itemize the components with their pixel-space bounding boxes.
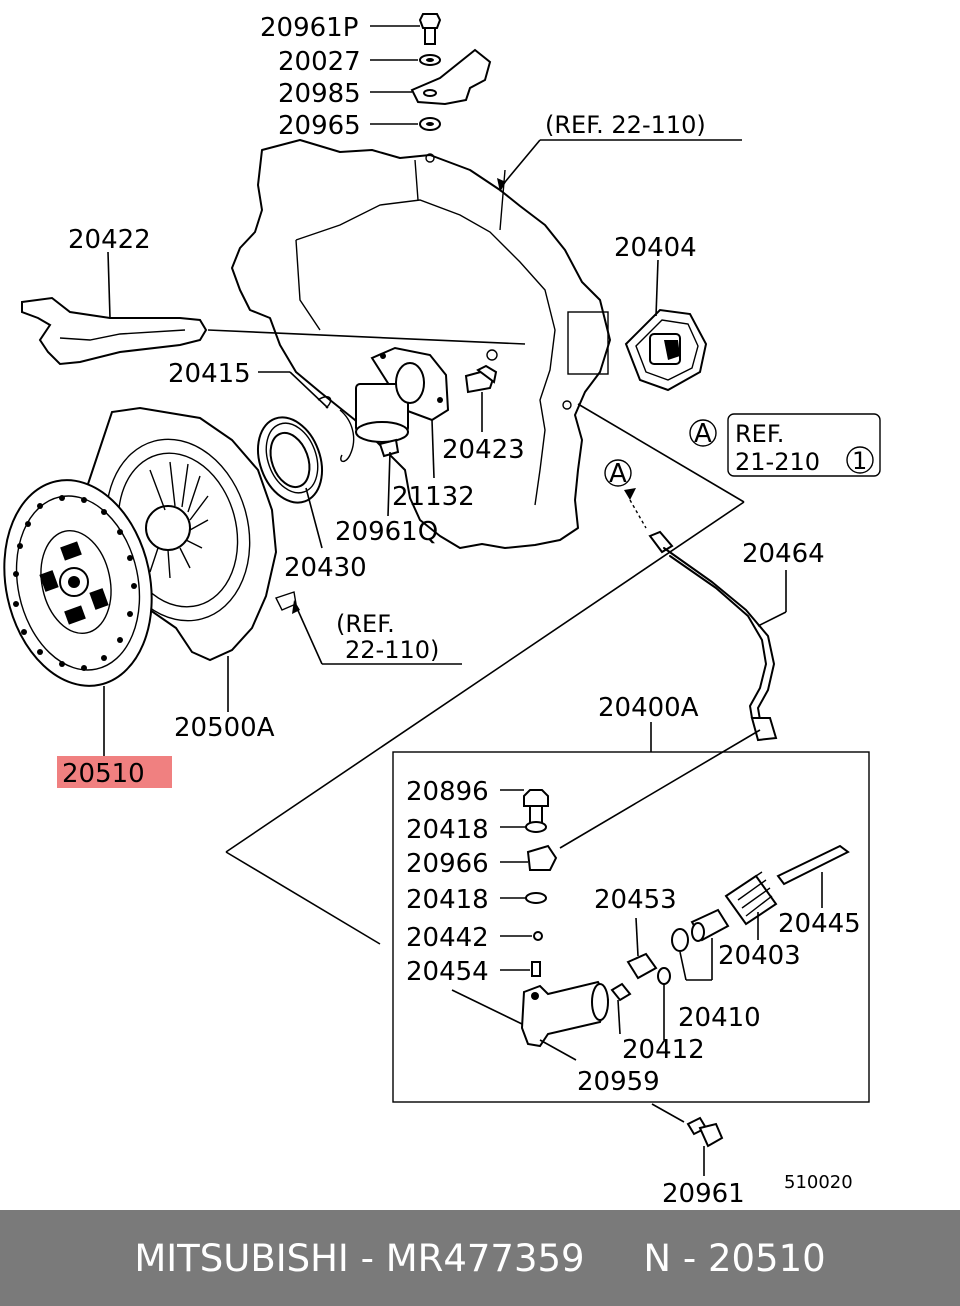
label-20965[interactable]: 20965 <box>278 111 361 141</box>
label-20966[interactable]: 20966 <box>406 849 489 879</box>
bearing-retainer <box>355 346 450 479</box>
label-ref-mid-line1[interactable]: (REF. <box>336 610 395 638</box>
label-20410[interactable]: 20410 <box>678 1003 761 1033</box>
label-21132[interactable]: 21132 <box>392 482 475 512</box>
bracket-bolt-stack <box>370 13 492 131</box>
label-20418-a[interactable]: 20418 <box>406 815 489 845</box>
label-20959[interactable]: 20959 <box>577 1067 660 1097</box>
marker-a-pipe: A <box>609 459 627 489</box>
label-20961[interactable]: 20961 <box>662 1179 745 1209</box>
housing-bolts <box>378 364 498 517</box>
clutch-cover <box>84 406 462 712</box>
label-20961Q[interactable]: 20961Q <box>335 517 438 547</box>
label-20430[interactable]: 20430 <box>284 553 367 583</box>
label-20896[interactable]: 20896 <box>406 777 489 807</box>
label-20422[interactable]: 20422 <box>68 225 151 255</box>
label-20961P[interactable]: 20961P <box>260 13 358 43</box>
label-20403[interactable]: 20403 <box>718 941 801 971</box>
label-ref-box-line2[interactable]: 21-210 <box>735 448 820 476</box>
label-20442[interactable]: 20442 <box>406 923 489 953</box>
part-labels: 20961P 20027 20985 20965 (REF. 22-110) 2… <box>62 13 867 1209</box>
marker-a-ref: A <box>694 419 712 449</box>
part-number-footer: MITSUBISHI - MR477359 N - 20510 <box>0 1210 960 1306</box>
label-20500A[interactable]: 20500A <box>174 713 275 743</box>
label-20510[interactable]: 20510 <box>62 759 145 789</box>
label-20423[interactable]: 20423 <box>442 435 525 465</box>
footer-text: MITSUBISHI - MR477359 N - 20510 <box>134 1236 826 1280</box>
label-ref-box-line1[interactable]: REF. <box>735 420 784 448</box>
guide-lines <box>225 403 761 945</box>
label-20415[interactable]: 20415 <box>168 359 251 389</box>
label-20418-b[interactable]: 20418 <box>406 885 489 915</box>
label-ref-box-circle: 1 <box>852 447 867 475</box>
label-20412[interactable]: 20412 <box>622 1035 705 1065</box>
label-20404[interactable]: 20404 <box>614 233 697 263</box>
label-ref-mid-line2[interactable]: 22-110) <box>345 636 439 664</box>
diagram-code: 510020 <box>784 1172 853 1193</box>
transmission-housing <box>231 139 611 549</box>
label-20400A[interactable]: 20400A <box>598 693 699 723</box>
label-20454[interactable]: 20454 <box>406 957 489 987</box>
part-highlight <box>57 756 172 788</box>
clutch-disc <box>3 479 153 756</box>
dust-boot <box>624 259 708 392</box>
label-20985[interactable]: 20985 <box>278 79 361 109</box>
release-bearing <box>257 371 355 549</box>
ref-box <box>689 413 881 477</box>
label-20027[interactable]: 20027 <box>278 47 361 77</box>
label-20453[interactable]: 20453 <box>594 885 677 915</box>
slave-cylinder-kit <box>392 722 870 1103</box>
label-20445[interactable]: 20445 <box>778 909 861 939</box>
clutch-parts-diagram: 20961P 20027 20985 20965 (REF. 22-110) 2… <box>3 13 881 1209</box>
release-fork <box>21 251 526 366</box>
mounting-bolt <box>651 1103 724 1176</box>
label-ref-22-110-top[interactable]: (REF. 22-110) <box>545 111 706 139</box>
label-20464[interactable]: 20464 <box>742 539 825 569</box>
